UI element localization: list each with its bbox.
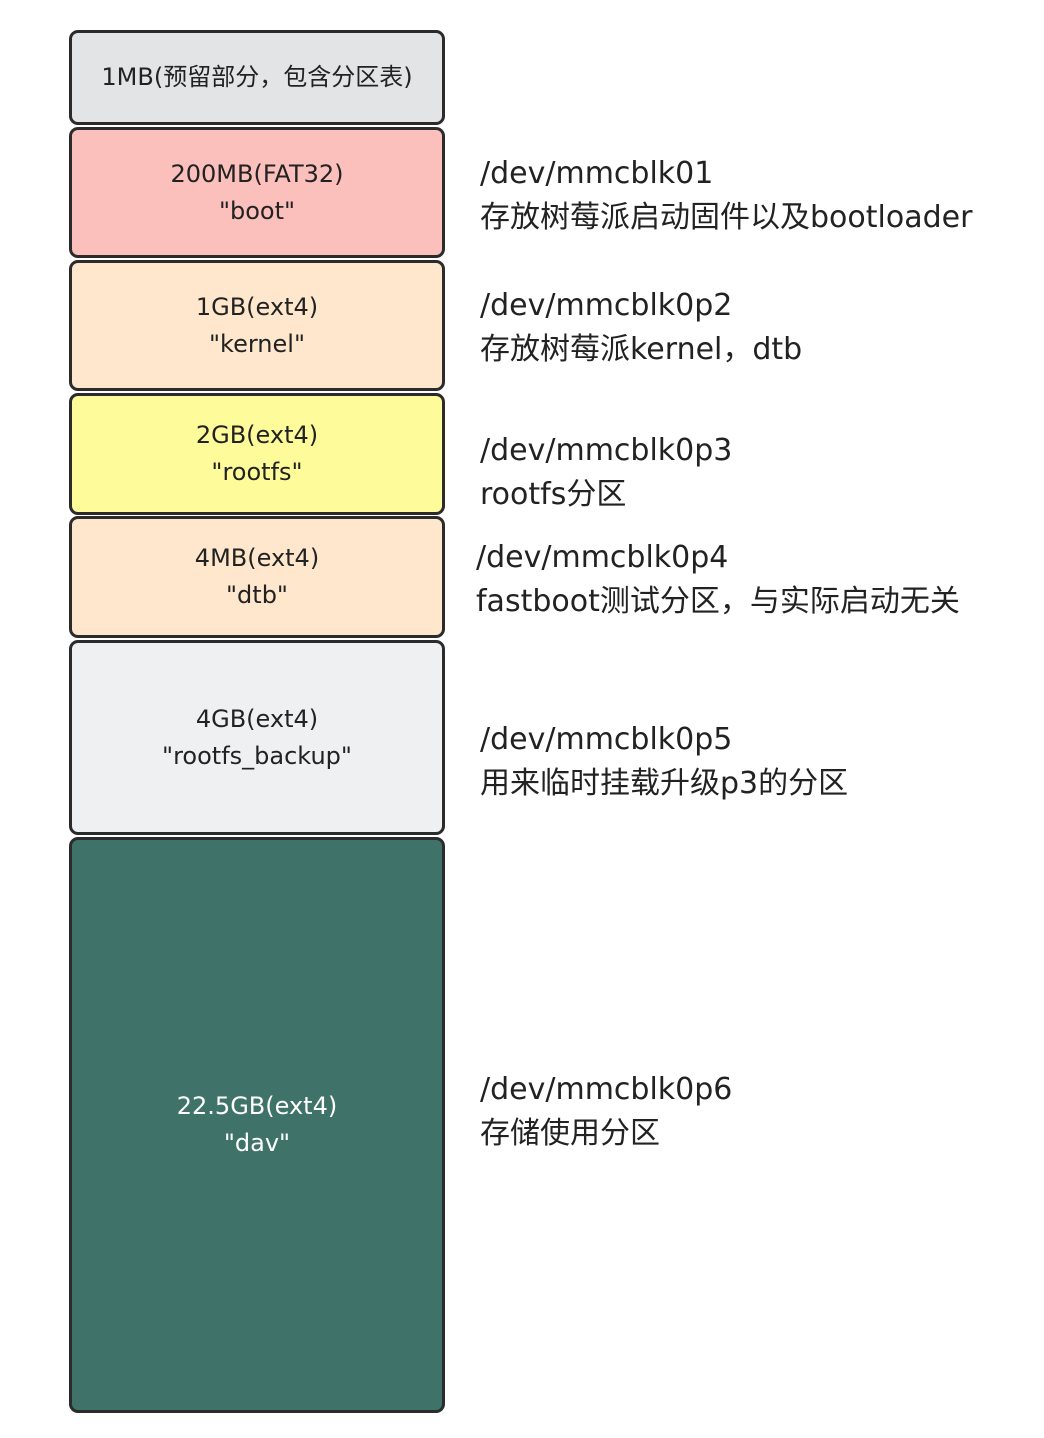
- partition-description-boot: /dev/mmcblk01 存放树莓派启动固件以及bootloader: [480, 152, 972, 240]
- partition-description-rootfs-backup: /dev/mmcblk0p5 用来临时挂载升级p3的分区: [480, 718, 848, 806]
- description-text: rootfs分区: [480, 477, 627, 512]
- partition-block-rootfs-backup: 4GB(ext4) "rootfs_backup": [69, 640, 445, 835]
- device-path: /dev/mmcblk0p4: [476, 540, 729, 575]
- partition-block-kernel: 1GB(ext4) "kernel": [69, 260, 445, 391]
- description-text: 存放树莓派启动固件以及bootloader: [480, 200, 973, 235]
- partition-description-dtb: /dev/mmcblk0p4 fastboot测试分区，与实际启动无关: [476, 536, 960, 624]
- partition-size: 2GB(ext4): [195, 421, 319, 449]
- partition-size: 4GB(ext4): [195, 704, 319, 733]
- partition-size: 1GB(ext4): [195, 292, 319, 321]
- partition-label: "boot": [218, 196, 296, 225]
- partition-description-dav: /dev/mmcblk0p6 存储使用分区: [480, 1068, 732, 1156]
- partition-size: 4MB(ext4): [194, 544, 320, 572]
- partition-description-kernel: /dev/mmcblk0p2 存放树莓派kernel，dtb: [480, 284, 802, 372]
- device-path: /dev/mmcblk0p3: [480, 433, 733, 468]
- description-text: 存储使用分区: [480, 1116, 660, 1151]
- partition-block-dtb: 4MB(ext4) "dtb": [69, 516, 445, 638]
- partition-label: "rootfs": [211, 458, 303, 486]
- partition-block-boot: 200MB(FAT32) "boot": [69, 127, 445, 258]
- device-path: /dev/mmcblk0p2: [480, 288, 733, 323]
- device-path: /dev/mmcblk0p6: [480, 1072, 733, 1107]
- description-text: 用来临时挂载升级p3的分区: [480, 766, 849, 801]
- device-path: /dev/mmcblk01: [480, 156, 714, 191]
- partition-label: "dtb": [226, 581, 288, 609]
- partition-label: "dav": [223, 1129, 291, 1157]
- description-text: fastboot测试分区，与实际启动无关: [476, 584, 960, 619]
- description-text: 存放树莓派kernel，dtb: [480, 332, 803, 367]
- partition-label: "kernel": [209, 329, 305, 358]
- partition-size: 1MB(预留部分，包含分区表): [101, 63, 413, 91]
- partition-description-rootfs: /dev/mmcblk0p3 rootfs分区: [480, 429, 732, 517]
- partition-size: 200MB(FAT32): [170, 159, 344, 188]
- partition-block-dav: 22.5GB(ext4) "dav": [69, 837, 445, 1413]
- device-path: /dev/mmcblk0p5: [480, 722, 733, 757]
- partition-block-reserved: 1MB(预留部分，包含分区表): [69, 30, 445, 125]
- partition-label: "rootfs_backup": [162, 741, 352, 770]
- partition-block-rootfs: 2GB(ext4) "rootfs": [69, 393, 445, 515]
- partition-size: 22.5GB(ext4): [176, 1092, 338, 1120]
